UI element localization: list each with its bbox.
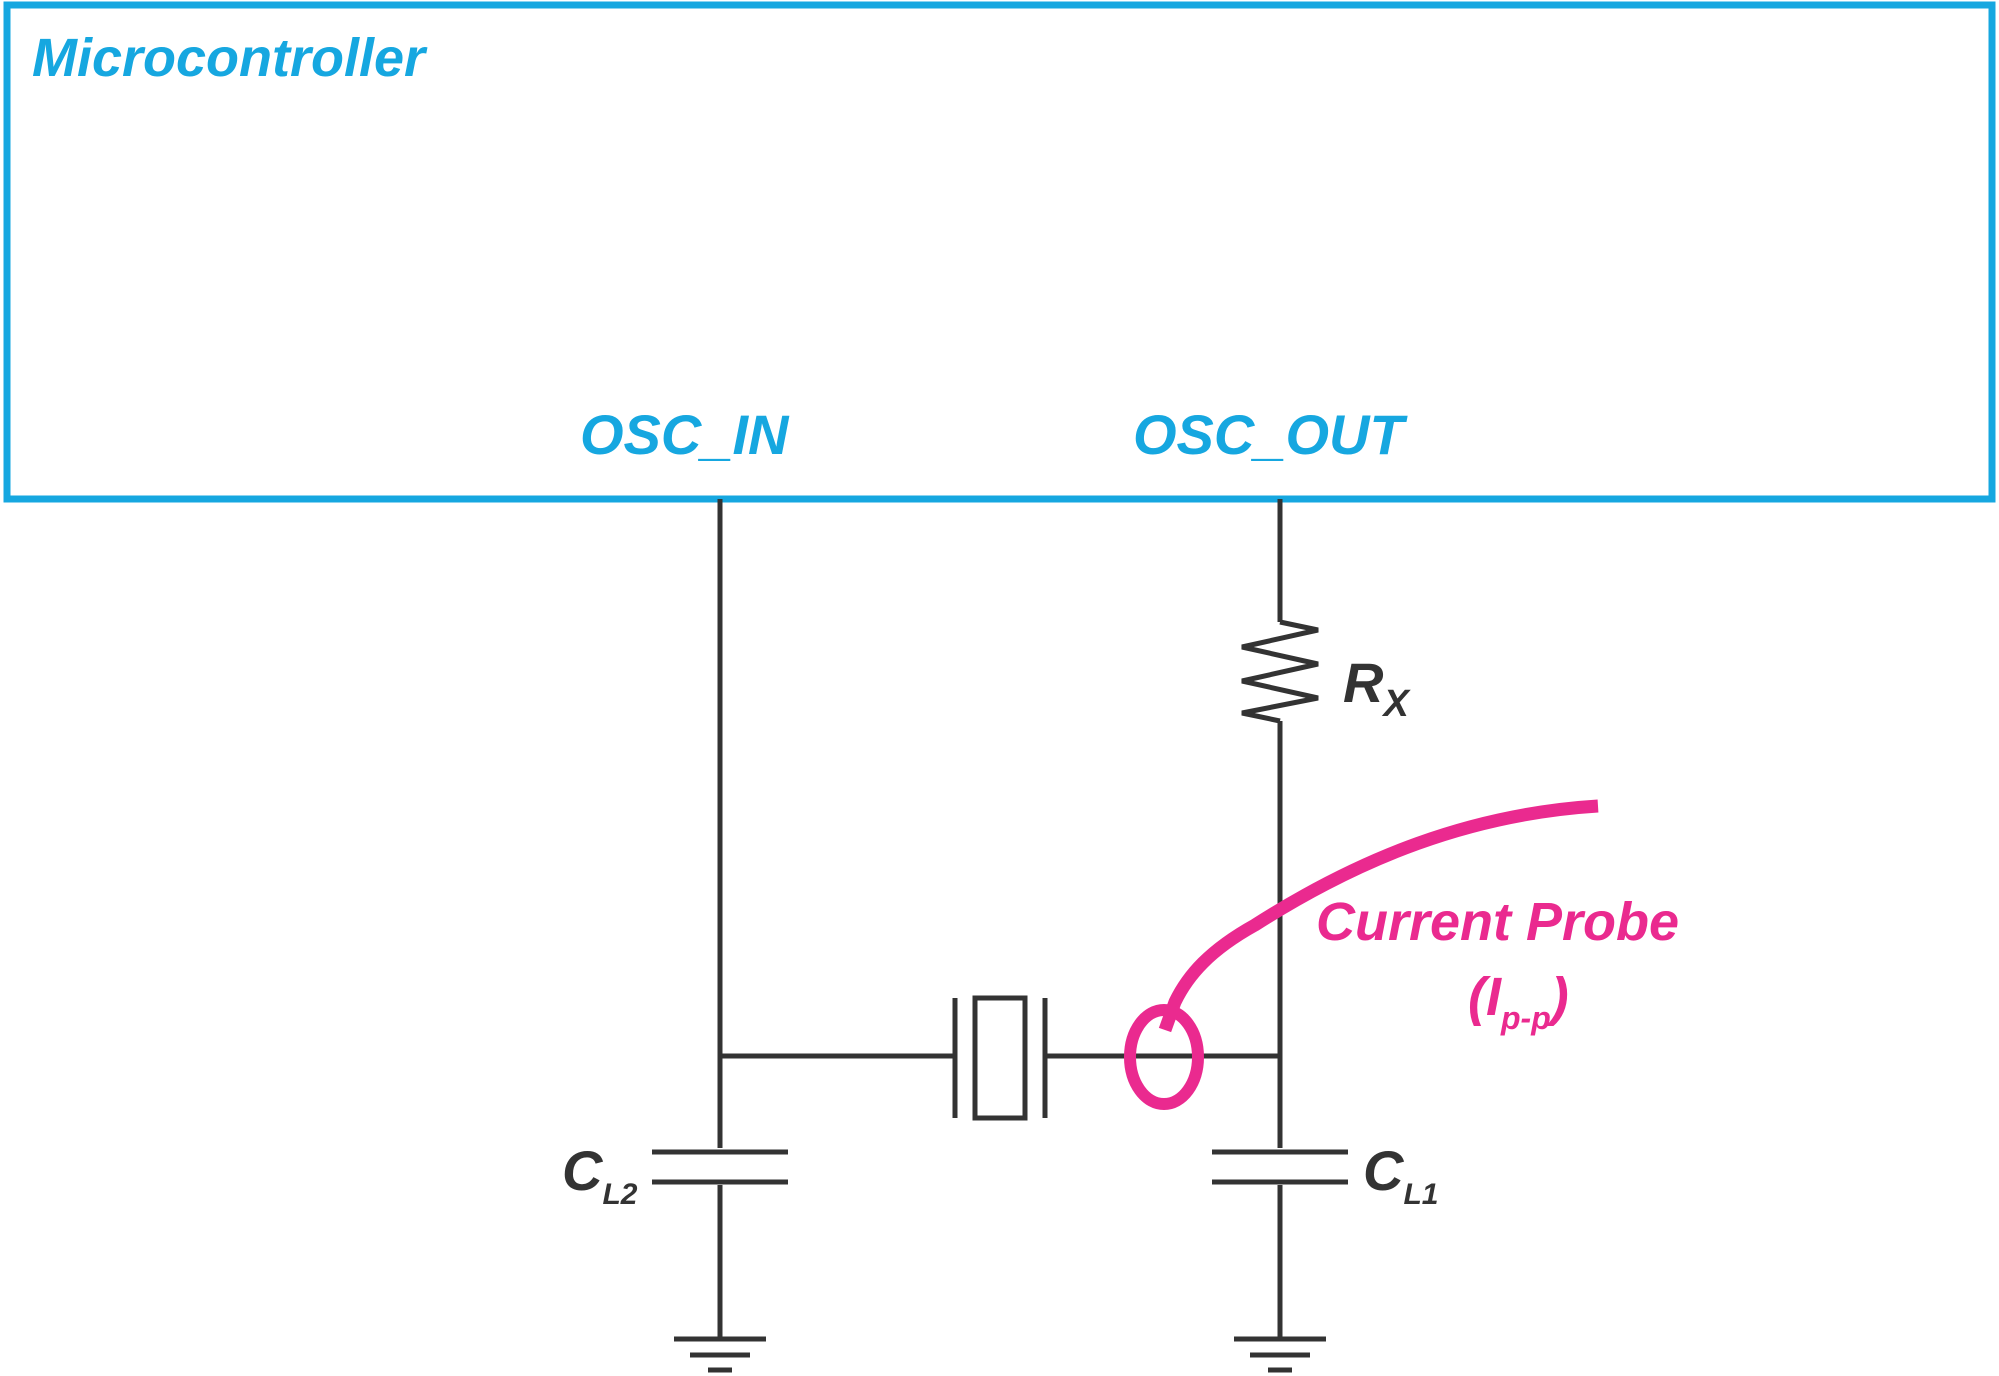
resistor-icon xyxy=(1241,619,1319,724)
ground-icon xyxy=(1234,1336,1326,1373)
microcontroller-box xyxy=(3,1,1996,503)
cl1-label: CL1 xyxy=(1363,1139,1438,1211)
capacitor-icon xyxy=(652,1149,788,1185)
current-probe-icon xyxy=(1124,799,1599,1110)
rx-label: RX xyxy=(1343,651,1411,725)
cl2-label: CL2 xyxy=(562,1139,638,1211)
microcontroller-label: Microcontroller xyxy=(32,28,428,88)
ground-icon xyxy=(674,1336,766,1373)
current-probe-label: Current Probe xyxy=(1316,892,1679,952)
current-probe-ipp-label: (Ip-p) xyxy=(1468,967,1569,1036)
osc-out-label: OSC_OUT xyxy=(1133,403,1408,466)
osc-in-label: OSC_IN xyxy=(580,403,790,466)
crystal-icon xyxy=(952,995,1048,1121)
capacitor-icon xyxy=(1212,1149,1348,1185)
